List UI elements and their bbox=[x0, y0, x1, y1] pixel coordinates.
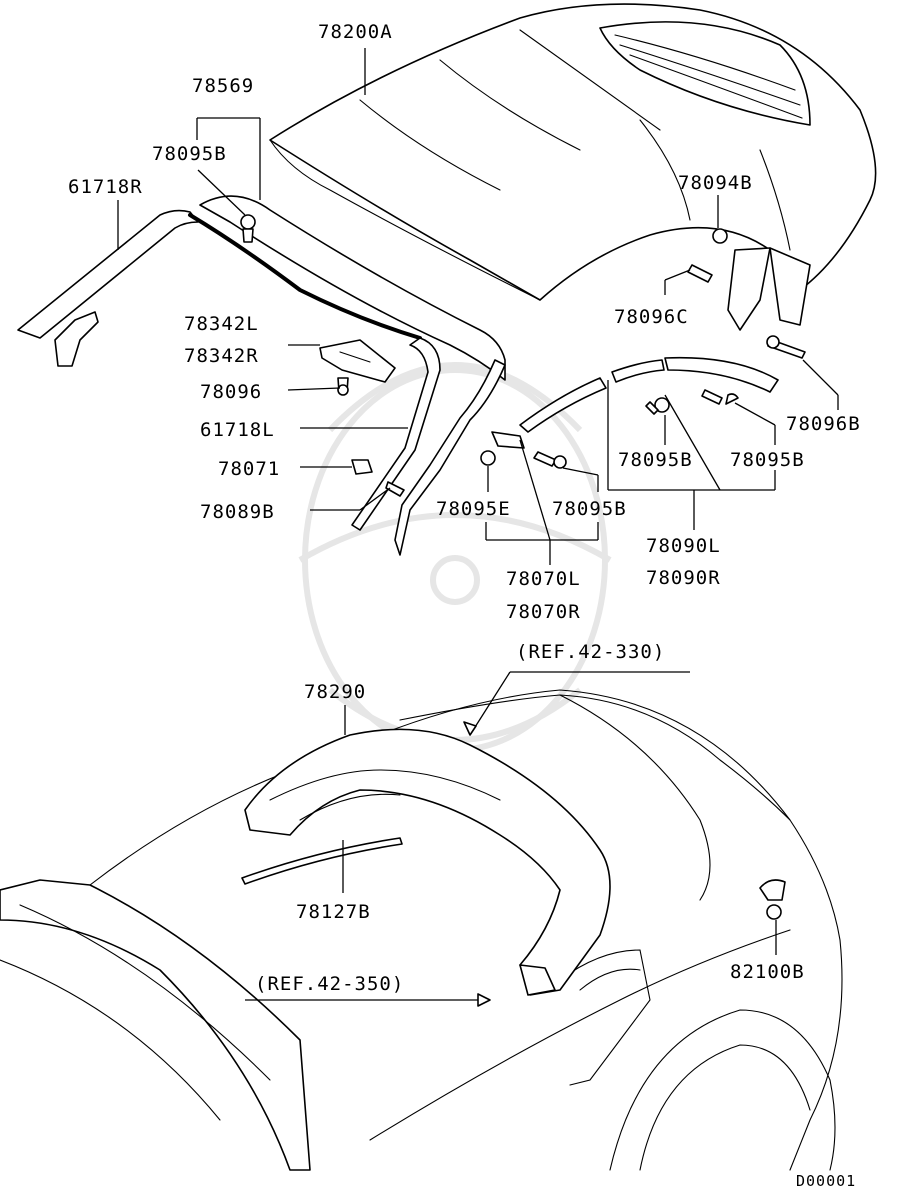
label-78090l: 78090L bbox=[646, 535, 721, 557]
label-61718r: 61718R bbox=[68, 176, 143, 198]
weatherstrip-61718l-shape bbox=[188, 195, 506, 556]
diagram-code: D00001 bbox=[796, 1172, 856, 1187]
leader-lines bbox=[117, 48, 839, 1007]
weatherstrip-61718r-shape bbox=[17, 209, 199, 367]
part-82100b-shape bbox=[759, 879, 786, 920]
label-78096c: 78096C bbox=[614, 306, 689, 328]
screw-78089b-shape bbox=[385, 481, 405, 497]
rail-78070-shape bbox=[480, 377, 607, 469]
label-78070r: 78070R bbox=[506, 601, 581, 623]
strip-78127b-shape bbox=[241, 837, 403, 885]
latch-assembly-shape bbox=[687, 228, 811, 359]
deck-cover-78290-shape bbox=[244, 728, 611, 996]
label-78089b: 78089B bbox=[200, 501, 275, 523]
label-78200a: 78200A bbox=[318, 21, 393, 43]
part-labels: 78200A 78569 78095B 61718R 78094B 78096C… bbox=[68, 21, 861, 1187]
label-78095b-a: 78095B bbox=[618, 449, 693, 471]
label-78342r: 78342R bbox=[184, 345, 259, 367]
label-78127b: 78127B bbox=[296, 901, 371, 923]
label-78095e: 78095E bbox=[436, 498, 511, 520]
label-78090r: 78090R bbox=[646, 567, 721, 589]
label-78094b: 78094B bbox=[678, 172, 753, 194]
label-78095b-top: 78095B bbox=[152, 143, 227, 165]
label-78569: 78569 bbox=[192, 75, 254, 97]
label-ref-42-330: (REF.42-330) bbox=[516, 641, 665, 663]
clip-78095b-top bbox=[240, 214, 256, 243]
label-61718l: 61718L bbox=[200, 419, 275, 441]
label-78342l: 78342L bbox=[184, 313, 259, 335]
roof-cover-shape bbox=[269, 3, 877, 301]
label-78096: 78096 bbox=[200, 381, 262, 403]
label-82100b: 82100B bbox=[730, 961, 805, 983]
label-78290: 78290 bbox=[304, 681, 366, 703]
bracket-78342-shape bbox=[319, 339, 396, 383]
label-ref-42-350: (REF.42-350) bbox=[255, 973, 404, 995]
label-78095b-c: 78095B bbox=[552, 498, 627, 520]
screw-78096-shape bbox=[337, 377, 349, 396]
clip-78071-shape bbox=[351, 459, 373, 475]
label-78071: 78071 bbox=[218, 458, 280, 480]
label-78096b: 78096B bbox=[786, 413, 861, 435]
label-78095b-b: 78095B bbox=[730, 449, 805, 471]
label-78070l: 78070L bbox=[506, 568, 581, 590]
rail-78090-shape bbox=[611, 356, 779, 415]
car-body-shape bbox=[0, 689, 843, 1171]
